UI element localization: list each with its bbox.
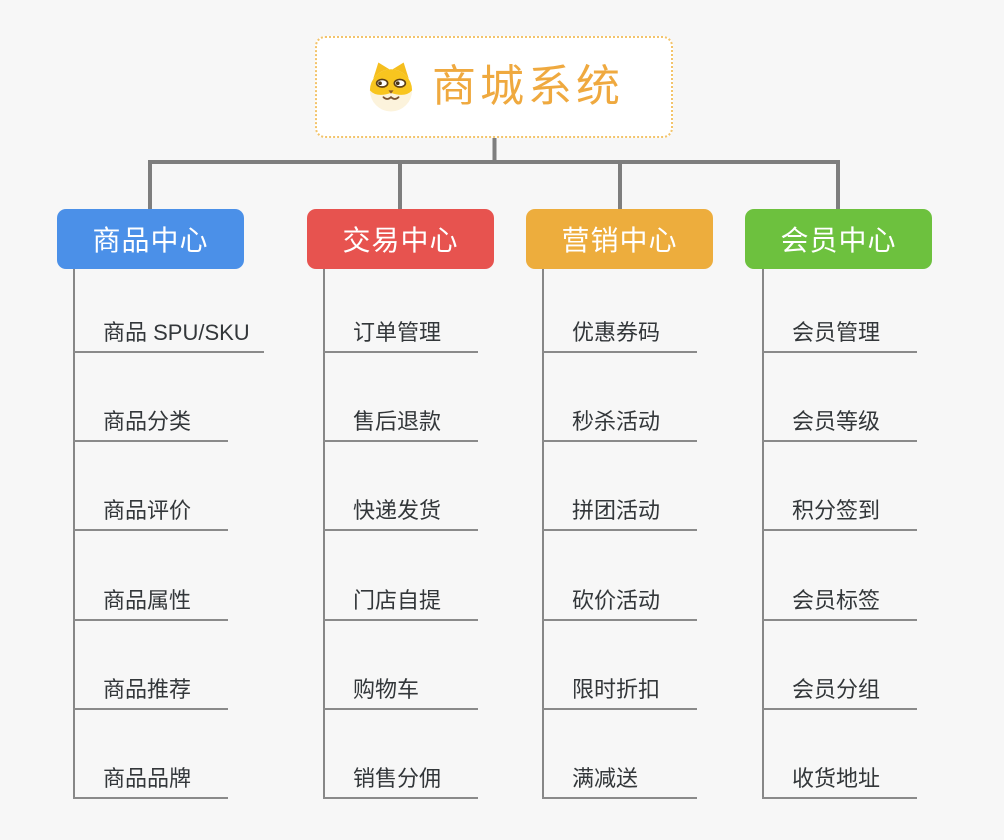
- branch-trunk-line: [73, 269, 75, 799]
- branch-trunk-line: [323, 269, 325, 799]
- leaf-node[interactable]: 商品评价: [73, 489, 228, 531]
- leaf-node[interactable]: 会员等级: [762, 400, 917, 442]
- leaf-node[interactable]: 商品品牌: [73, 757, 228, 799]
- leaf-node[interactable]: 积分签到: [762, 489, 917, 531]
- leaf-node[interactable]: 会员分组: [762, 668, 917, 710]
- root-node[interactable]: 商城系统: [315, 36, 673, 138]
- leaf-node[interactable]: 快递发货: [323, 489, 478, 531]
- leaf-node[interactable]: 购物车: [323, 668, 478, 710]
- leaf-node[interactable]: 门店自提: [323, 579, 478, 621]
- branch-node[interactable]: 会员中心: [745, 209, 932, 269]
- leaf-node[interactable]: 商品属性: [73, 579, 228, 621]
- branch-node[interactable]: 营销中心: [526, 209, 713, 269]
- leaf-node[interactable]: 商品 SPU/SKU: [73, 311, 264, 353]
- leaf-node[interactable]: 砍价活动: [542, 579, 697, 621]
- leaf-node[interactable]: 会员标签: [762, 579, 917, 621]
- root-title: 商城系统: [432, 62, 624, 111]
- leaf-node[interactable]: 满减送: [542, 757, 697, 799]
- leaf-node[interactable]: 拼团活动: [542, 489, 697, 531]
- branch-node[interactable]: 交易中心: [307, 209, 494, 269]
- leaf-node[interactable]: 优惠券码: [542, 311, 697, 353]
- branch-trunk-line: [542, 269, 544, 799]
- leaf-node[interactable]: 订单管理: [323, 311, 478, 353]
- leaf-node[interactable]: 商品推荐: [73, 668, 228, 710]
- leaf-node[interactable]: 收货地址: [762, 757, 917, 799]
- dog-face-icon: [369, 62, 413, 112]
- leaf-node[interactable]: 秒杀活动: [542, 400, 697, 442]
- leaf-node[interactable]: 限时折扣: [542, 668, 697, 710]
- leaf-node[interactable]: 售后退款: [323, 400, 478, 442]
- leaf-node[interactable]: 商品分类: [73, 400, 228, 442]
- leaf-node[interactable]: 会员管理: [762, 311, 917, 353]
- leaf-node[interactable]: 销售分佣: [323, 757, 478, 799]
- branch-trunk-line: [762, 269, 764, 799]
- branch-node[interactable]: 商品中心: [57, 209, 244, 269]
